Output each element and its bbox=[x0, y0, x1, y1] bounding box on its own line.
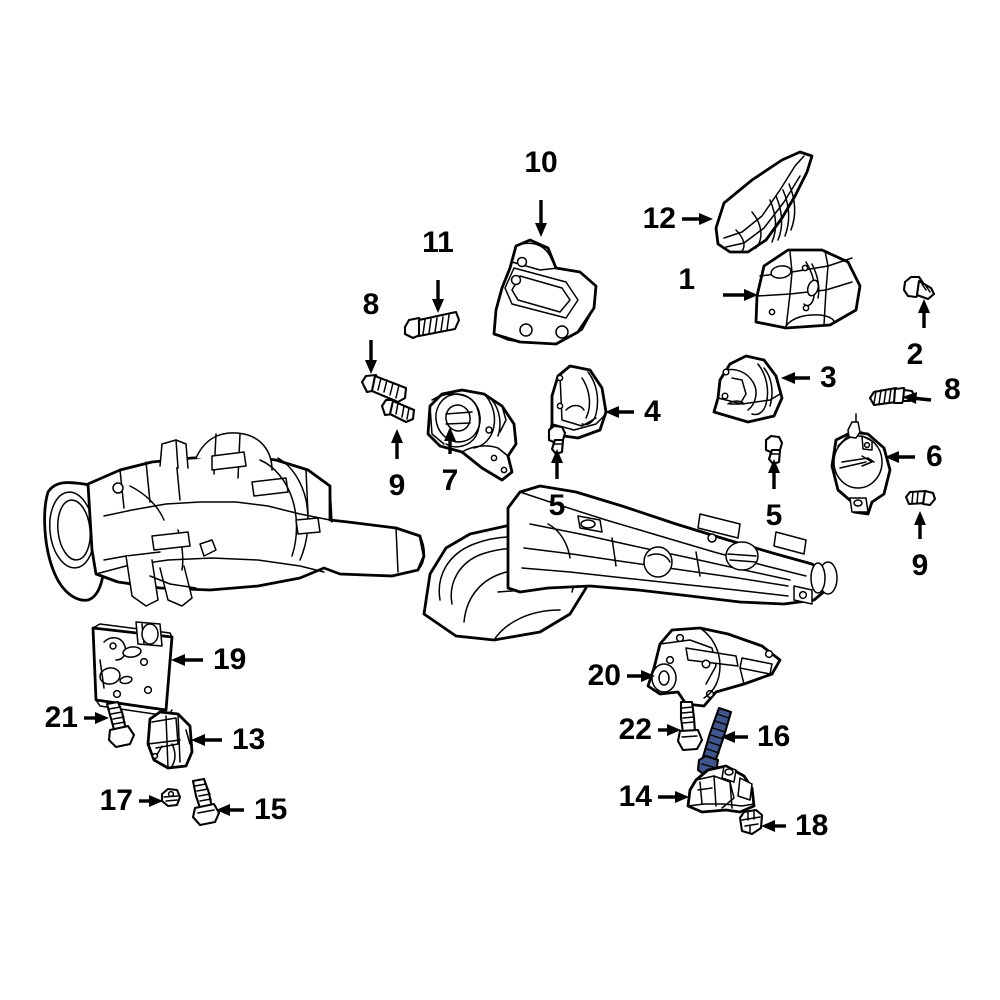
callout-label-1[interactable]: 1 bbox=[678, 263, 695, 296]
callout-label-11[interactable]: 11 bbox=[422, 226, 454, 259]
callout-label-10[interactable]: 10 bbox=[524, 146, 558, 179]
callout-label-9-left[interactable]: 9 bbox=[388, 469, 406, 502]
part-17-nut bbox=[160, 787, 182, 808]
callout-label-8-left[interactable]: 8 bbox=[362, 288, 380, 321]
callout-label-14[interactable]: 14 bbox=[618, 780, 652, 813]
part-7-engine-mount bbox=[426, 388, 518, 482]
part-8-stud-left bbox=[360, 373, 408, 404]
callout-label-3[interactable]: 3 bbox=[820, 361, 837, 394]
part-9-bolt-right bbox=[904, 489, 937, 507]
callout-label-22[interactable]: 22 bbox=[618, 713, 652, 746]
callout-label-8-right[interactable]: 8 bbox=[944, 373, 961, 406]
callout-label-21[interactable]: 21 bbox=[44, 701, 78, 734]
callout-label-5-left[interactable]: 5 bbox=[548, 489, 566, 522]
part-12-heat-shield bbox=[714, 150, 814, 254]
callout-label-6[interactable]: 6 bbox=[926, 440, 943, 473]
part-2-bolt bbox=[902, 275, 936, 301]
callout-label-5-right[interactable]: 5 bbox=[765, 499, 783, 532]
part-21-bolt bbox=[105, 700, 136, 749]
part-13-mount-bracket bbox=[146, 710, 194, 770]
callout-label-16[interactable]: 16 bbox=[757, 720, 791, 753]
part-11-bolt bbox=[403, 310, 461, 340]
part-6-isolator-mount bbox=[830, 413, 892, 516]
callout-label-2[interactable]: 2 bbox=[906, 338, 924, 371]
callout-label-13[interactable]: 13 bbox=[232, 723, 266, 756]
callout-label-18[interactable]: 18 bbox=[795, 809, 829, 842]
callout-label-7[interactable]: 7 bbox=[441, 464, 459, 497]
callout-label-9-right[interactable]: 9 bbox=[911, 549, 929, 582]
part-22-bolt bbox=[676, 700, 704, 752]
part-20-transfer-case-bracket bbox=[646, 626, 782, 708]
part-5-bolt-left bbox=[547, 424, 567, 456]
part-8-stud-right bbox=[868, 386, 916, 407]
part-14-crossmember-mount bbox=[686, 764, 756, 814]
part-15-bolt bbox=[191, 777, 221, 827]
part-3-mount-bracket bbox=[712, 354, 784, 424]
transmission-assembly bbox=[43, 432, 426, 607]
part-18-nut bbox=[738, 808, 764, 836]
callout-label-4[interactable]: 4 bbox=[644, 395, 661, 428]
callout-label-15[interactable]: 15 bbox=[254, 793, 288, 826]
part-4-support-bracket bbox=[548, 364, 608, 440]
callout-arrows bbox=[84, 200, 932, 832]
part-10-transmission-mount bbox=[492, 238, 598, 346]
callout-label-19[interactable]: 19 bbox=[213, 643, 247, 676]
part-1-transmission-heat-shield bbox=[754, 248, 862, 330]
part-19-mount-plate bbox=[91, 621, 174, 717]
callout-label-20[interactable]: 20 bbox=[587, 659, 621, 692]
callout-label-12[interactable]: 12 bbox=[642, 202, 676, 235]
part-5-bolt-right bbox=[764, 434, 784, 466]
callout-label-17[interactable]: 17 bbox=[99, 784, 133, 817]
transfer-case-assembly bbox=[422, 484, 838, 642]
part-9-stud-left bbox=[380, 398, 416, 424]
